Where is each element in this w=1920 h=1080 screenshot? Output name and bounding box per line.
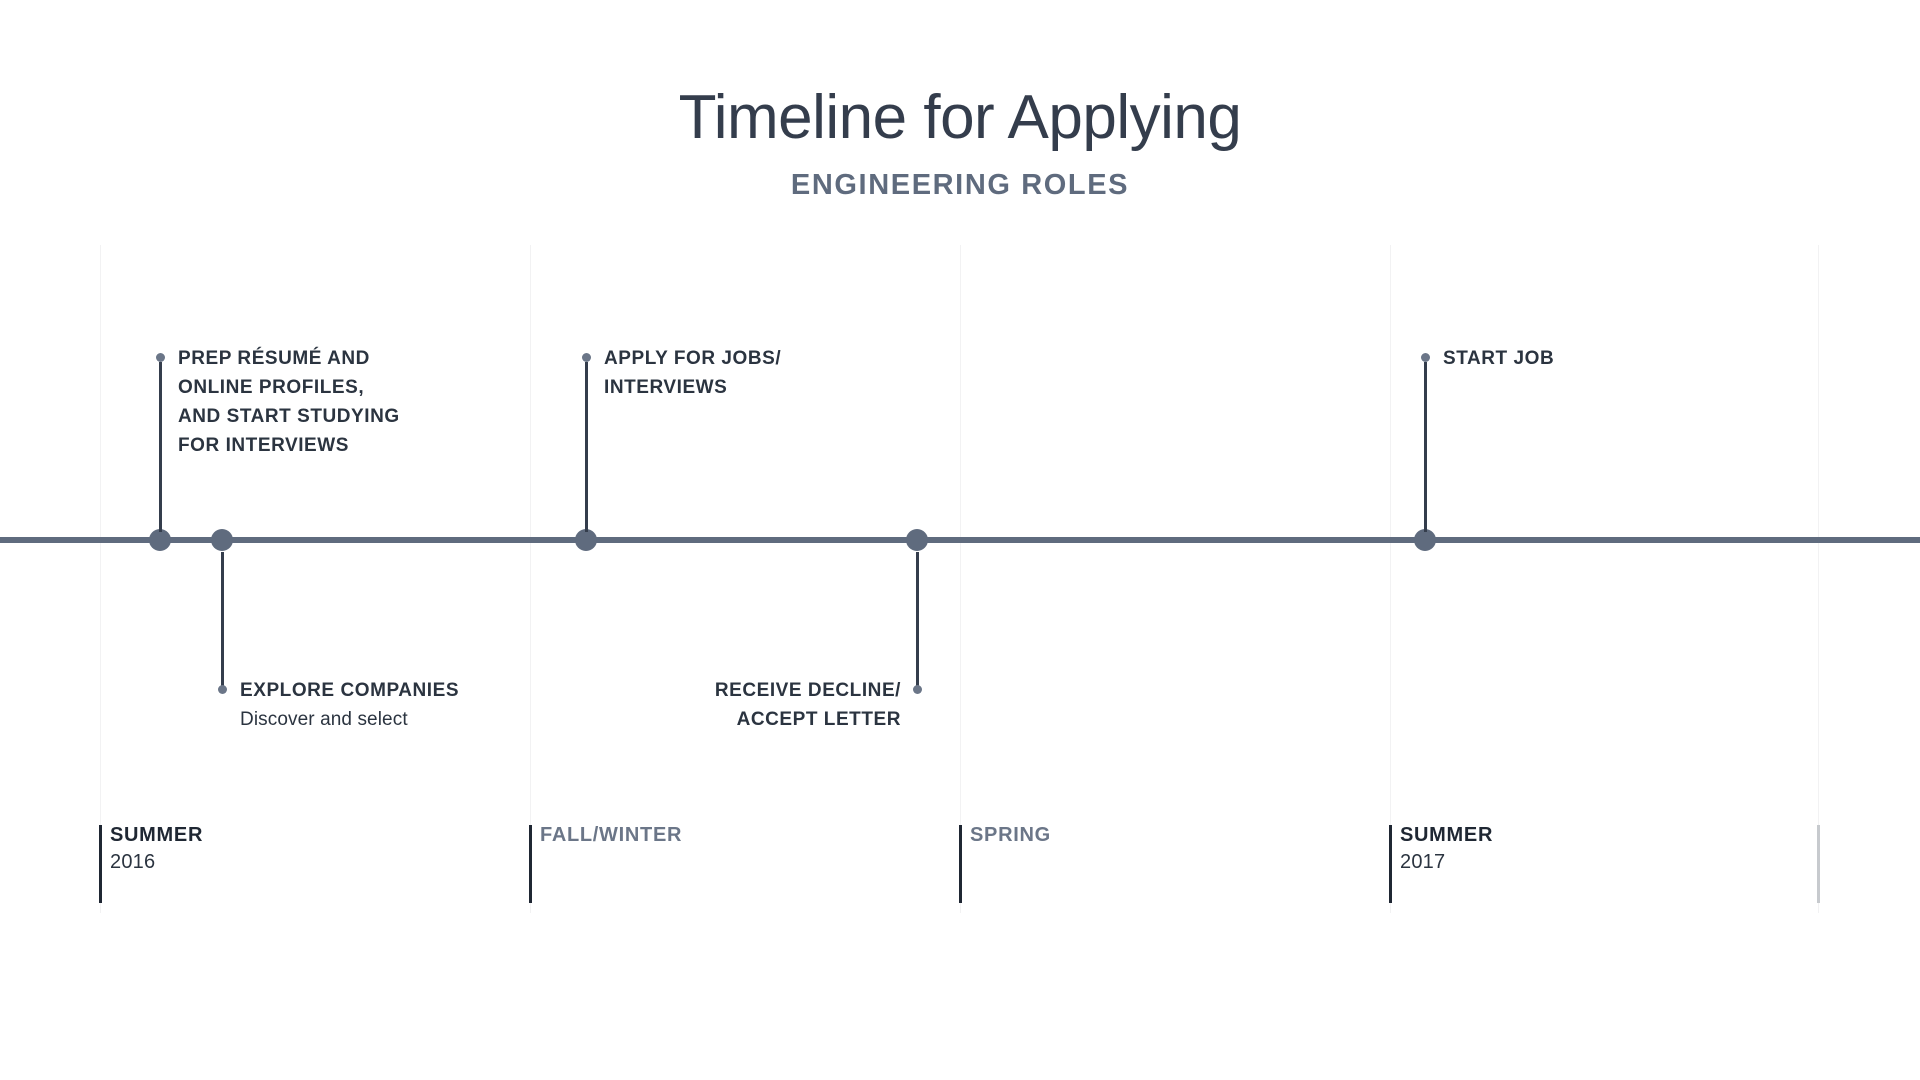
gridline-2: [530, 245, 531, 913]
milestone-node-dot: [582, 353, 591, 362]
period-name: SUMMER: [1400, 824, 1494, 846]
header: Timeline for Applying ENGINEERING ROLES: [0, 0, 1920, 202]
period-text: SUMMER 2017: [1400, 822, 1493, 877]
period-name: FALL/WINTER: [540, 824, 683, 846]
gridline-4: [1390, 245, 1391, 913]
period-name: SPRING: [970, 824, 1051, 846]
milestone-stem: [1424, 362, 1427, 532]
timeline-axis: [0, 537, 1920, 543]
milestone-stem: [159, 362, 162, 532]
milestone-sublabel: Discover and select: [240, 709, 408, 730]
period-bar: [99, 825, 102, 903]
page-title: Timeline for Applying: [678, 83, 1242, 152]
axis-dot-start-job[interactable]: [1414, 529, 1436, 551]
period-year: 2017: [1400, 851, 1446, 873]
milestone-node-dot: [913, 685, 922, 694]
milestone-stem: [585, 362, 588, 532]
axis-dot-prep-resume[interactable]: [149, 529, 171, 551]
milestone-label: RECEIVE DECLINE/ ACCEPT LETTER: [714, 680, 901, 730]
period-name: SUMMER: [110, 824, 204, 846]
axis-dot-apply-for-jobs[interactable]: [575, 529, 597, 551]
period-text: SPRING: [970, 822, 1051, 848]
period-bar: [1389, 825, 1392, 903]
page-subtitle: ENGINEERING ROLES: [790, 169, 1130, 201]
axis-dot-receive-letter[interactable]: [906, 529, 928, 551]
period-year: 2016: [110, 851, 156, 873]
milestone-label: START JOB: [1443, 348, 1555, 369]
milestone-label: PREP RÉSUMÉ AND ONLINE PROFILES, AND STA…: [178, 348, 400, 456]
axis-dot-explore-companies[interactable]: [211, 529, 233, 551]
period-bar: [529, 825, 532, 903]
milestone-label: EXPLORE COMPANIES: [240, 680, 460, 701]
milestone-label: APPLY FOR JOBS/ INTERVIEWS: [604, 348, 782, 398]
milestone-node-dot: [218, 685, 227, 694]
milestone-node-dot: [1421, 353, 1430, 362]
milestone-stem: [916, 552, 919, 686]
period-text: FALL/WINTER: [540, 822, 682, 848]
period-bar-end: [1817, 825, 1820, 903]
period-text: SUMMER 2016: [110, 822, 203, 877]
period-bar: [959, 825, 962, 903]
milestone-node-dot: [156, 353, 165, 362]
gridline-5: [1818, 245, 1819, 913]
milestone-stem: [221, 552, 224, 686]
gridline-3: [960, 245, 961, 913]
gridline-1: [100, 245, 101, 913]
